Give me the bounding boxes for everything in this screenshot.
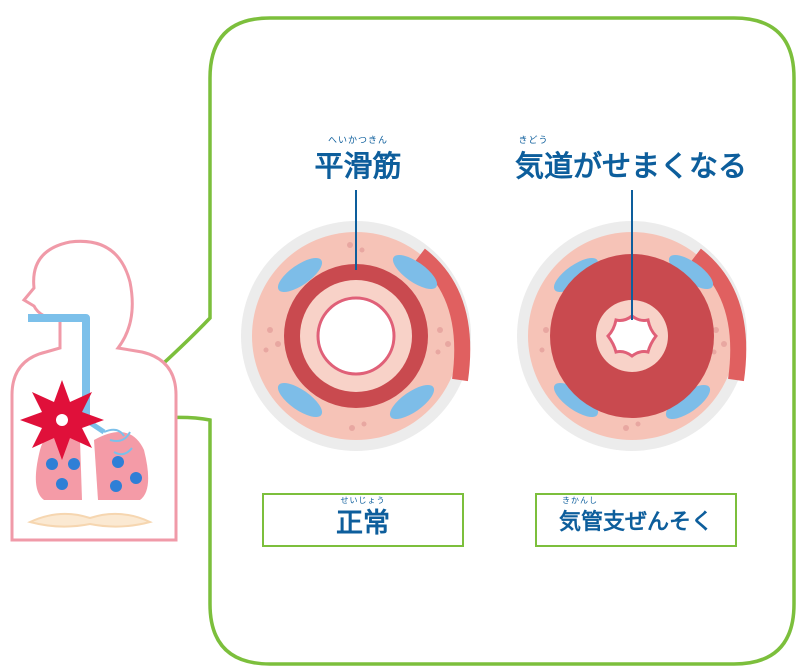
allergen-icon	[46, 456, 142, 492]
airway-narrows-ruby: きどう	[518, 136, 549, 146]
normal-label-box: 正常	[262, 493, 464, 547]
airway-narrows-label: 気道がせまくなる	[514, 149, 747, 183]
human-body-icon	[10, 239, 178, 542]
smooth-muscle-ruby: へいかつきん	[327, 136, 388, 146]
normal-airway-cross-section	[241, 190, 471, 451]
asthma-label-box: 気管支ぜんそく	[535, 493, 737, 547]
normal-label: 正常	[336, 507, 390, 539]
normal-ruby: せいじょう	[340, 496, 386, 505]
smooth-muscle-label: 平滑筋	[314, 149, 402, 183]
asthma-ruby: きかんし	[562, 496, 598, 505]
asthma-label: 気管支ぜんそく	[558, 510, 713, 535]
asthma-airway-cross-section	[517, 190, 747, 451]
